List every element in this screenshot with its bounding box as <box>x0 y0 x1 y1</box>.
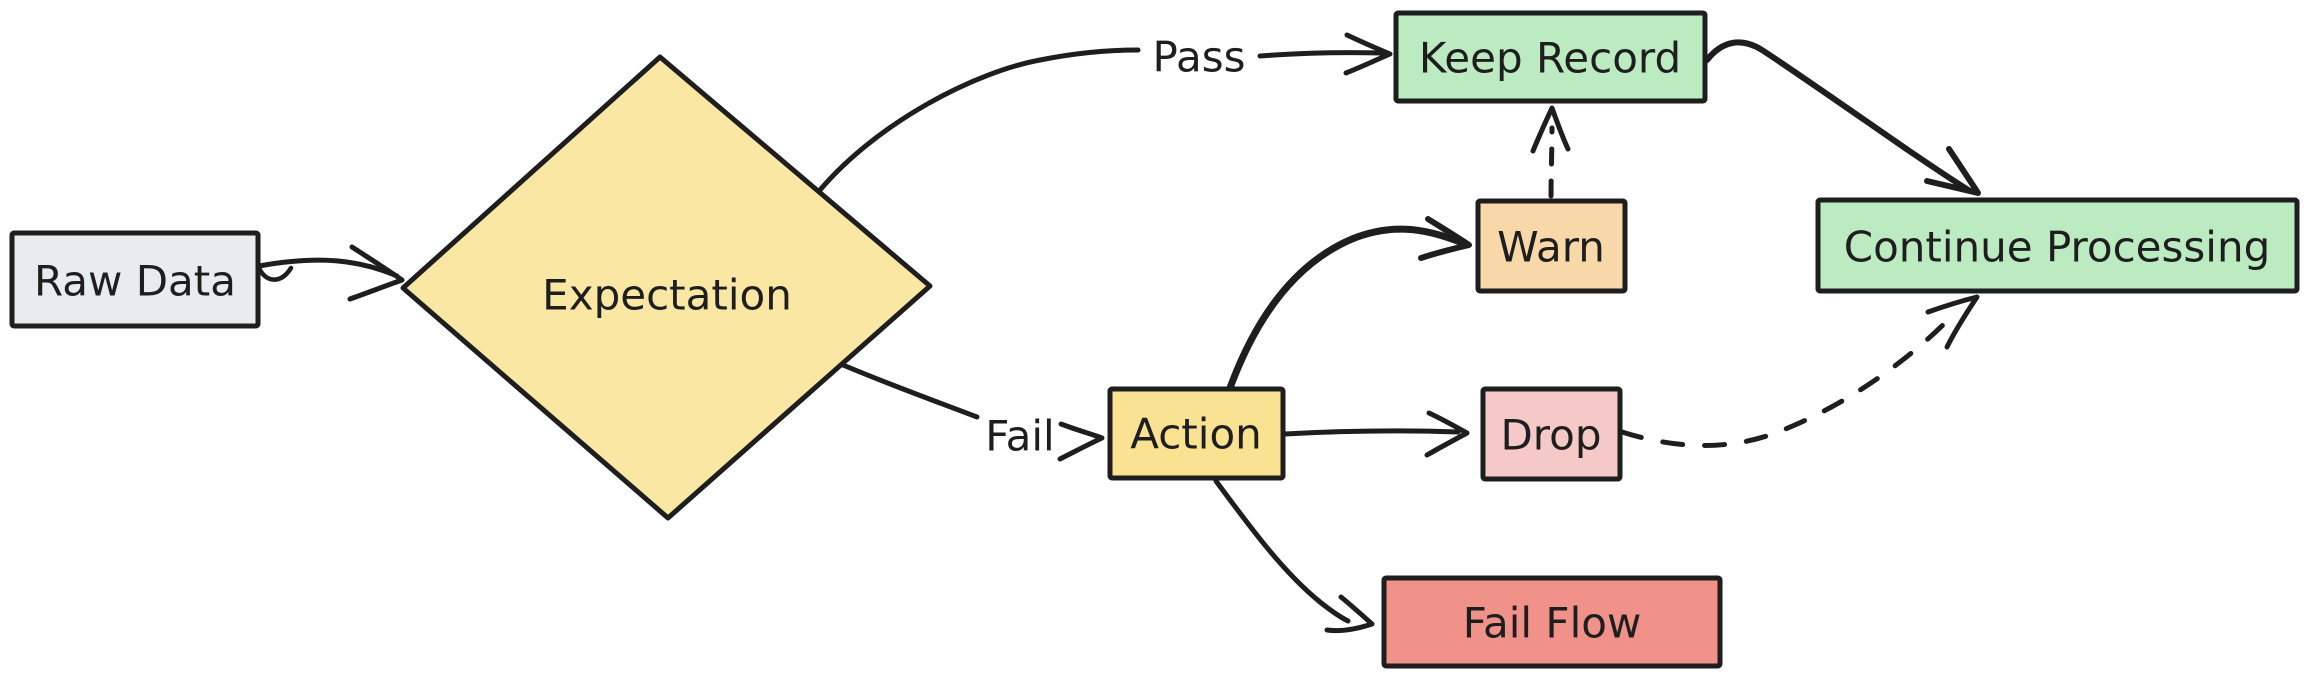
arrowhead <box>1424 410 1470 458</box>
edge-line <box>1213 478 1351 624</box>
arrowhead <box>1057 421 1105 462</box>
edge-line <box>840 362 980 420</box>
edge-label-fail: Fail <box>985 412 1054 461</box>
node-warn: Warn <box>1475 198 1628 294</box>
drop-shape <box>1480 386 1623 482</box>
edge-start-hook <box>256 265 294 282</box>
nodes-layer: Raw Data Expectation Keep Record Warn Ac… <box>9 10 2300 669</box>
edge-drop-to-continue-processing <box>1619 294 1980 448</box>
fail-flow-shape <box>1381 575 1723 669</box>
edges-layer <box>256 32 1981 634</box>
edge-line <box>1548 125 1555 199</box>
arrowhead <box>1924 146 1981 196</box>
drop-label: Drop <box>1500 411 1601 460</box>
edge-expectation-to-keep-record <box>817 32 1393 193</box>
action-label: Action <box>1130 410 1262 459</box>
action-shape <box>1107 386 1286 481</box>
edge-label-pass: Pass <box>1153 33 1246 82</box>
edge-line <box>817 47 1141 193</box>
arrowhead <box>1530 105 1571 154</box>
edge-line <box>1619 317 1951 448</box>
keep-record-shape <box>1393 10 1708 104</box>
node-action: Action <box>1107 386 1286 481</box>
arrowhead <box>347 244 405 302</box>
node-keep-record: Keep Record <box>1393 10 1708 104</box>
edge-action-to-drop <box>1282 410 1470 458</box>
raw-data-label: Raw Data <box>34 257 236 306</box>
edge-expectation-to-action <box>840 362 1105 462</box>
expectation-label: Expectation <box>542 271 792 320</box>
node-continue-processing: Continue Processing <box>1815 197 2300 294</box>
node-drop: Drop <box>1480 386 1623 482</box>
edge-action-to-fail-flow <box>1213 478 1375 634</box>
edge-line <box>1226 225 1464 392</box>
edge-warn-to-keep-record <box>1530 105 1571 199</box>
edge-line <box>256 257 400 279</box>
edge-line <box>1257 50 1385 59</box>
edge-keep-record-to-continue-processing <box>1704 39 1981 196</box>
expectation-shape <box>400 54 933 521</box>
edge-action-to-warn <box>1226 216 1472 392</box>
edge-raw-data-to-expectation <box>256 244 405 302</box>
warn-label: Warn <box>1497 223 1605 272</box>
arrowhead <box>1324 594 1375 634</box>
arrowhead <box>1343 32 1393 76</box>
edge-line <box>1704 39 1973 194</box>
node-raw-data: Raw Data <box>9 230 261 329</box>
edge-line <box>1282 428 1461 437</box>
continue-processing-label: Continue Processing <box>1844 223 2270 272</box>
arrowhead <box>1925 294 1980 350</box>
raw-data-shape <box>9 230 261 329</box>
node-fail-flow: Fail Flow <box>1381 575 1723 669</box>
node-expectation: Expectation <box>400 54 933 521</box>
warn-shape <box>1475 198 1628 294</box>
continue-processing-shape <box>1815 197 2300 294</box>
keep-record-label: Keep Record <box>1419 34 1681 83</box>
fail-flow-label: Fail Flow <box>1463 599 1642 648</box>
arrowhead <box>1418 216 1472 261</box>
